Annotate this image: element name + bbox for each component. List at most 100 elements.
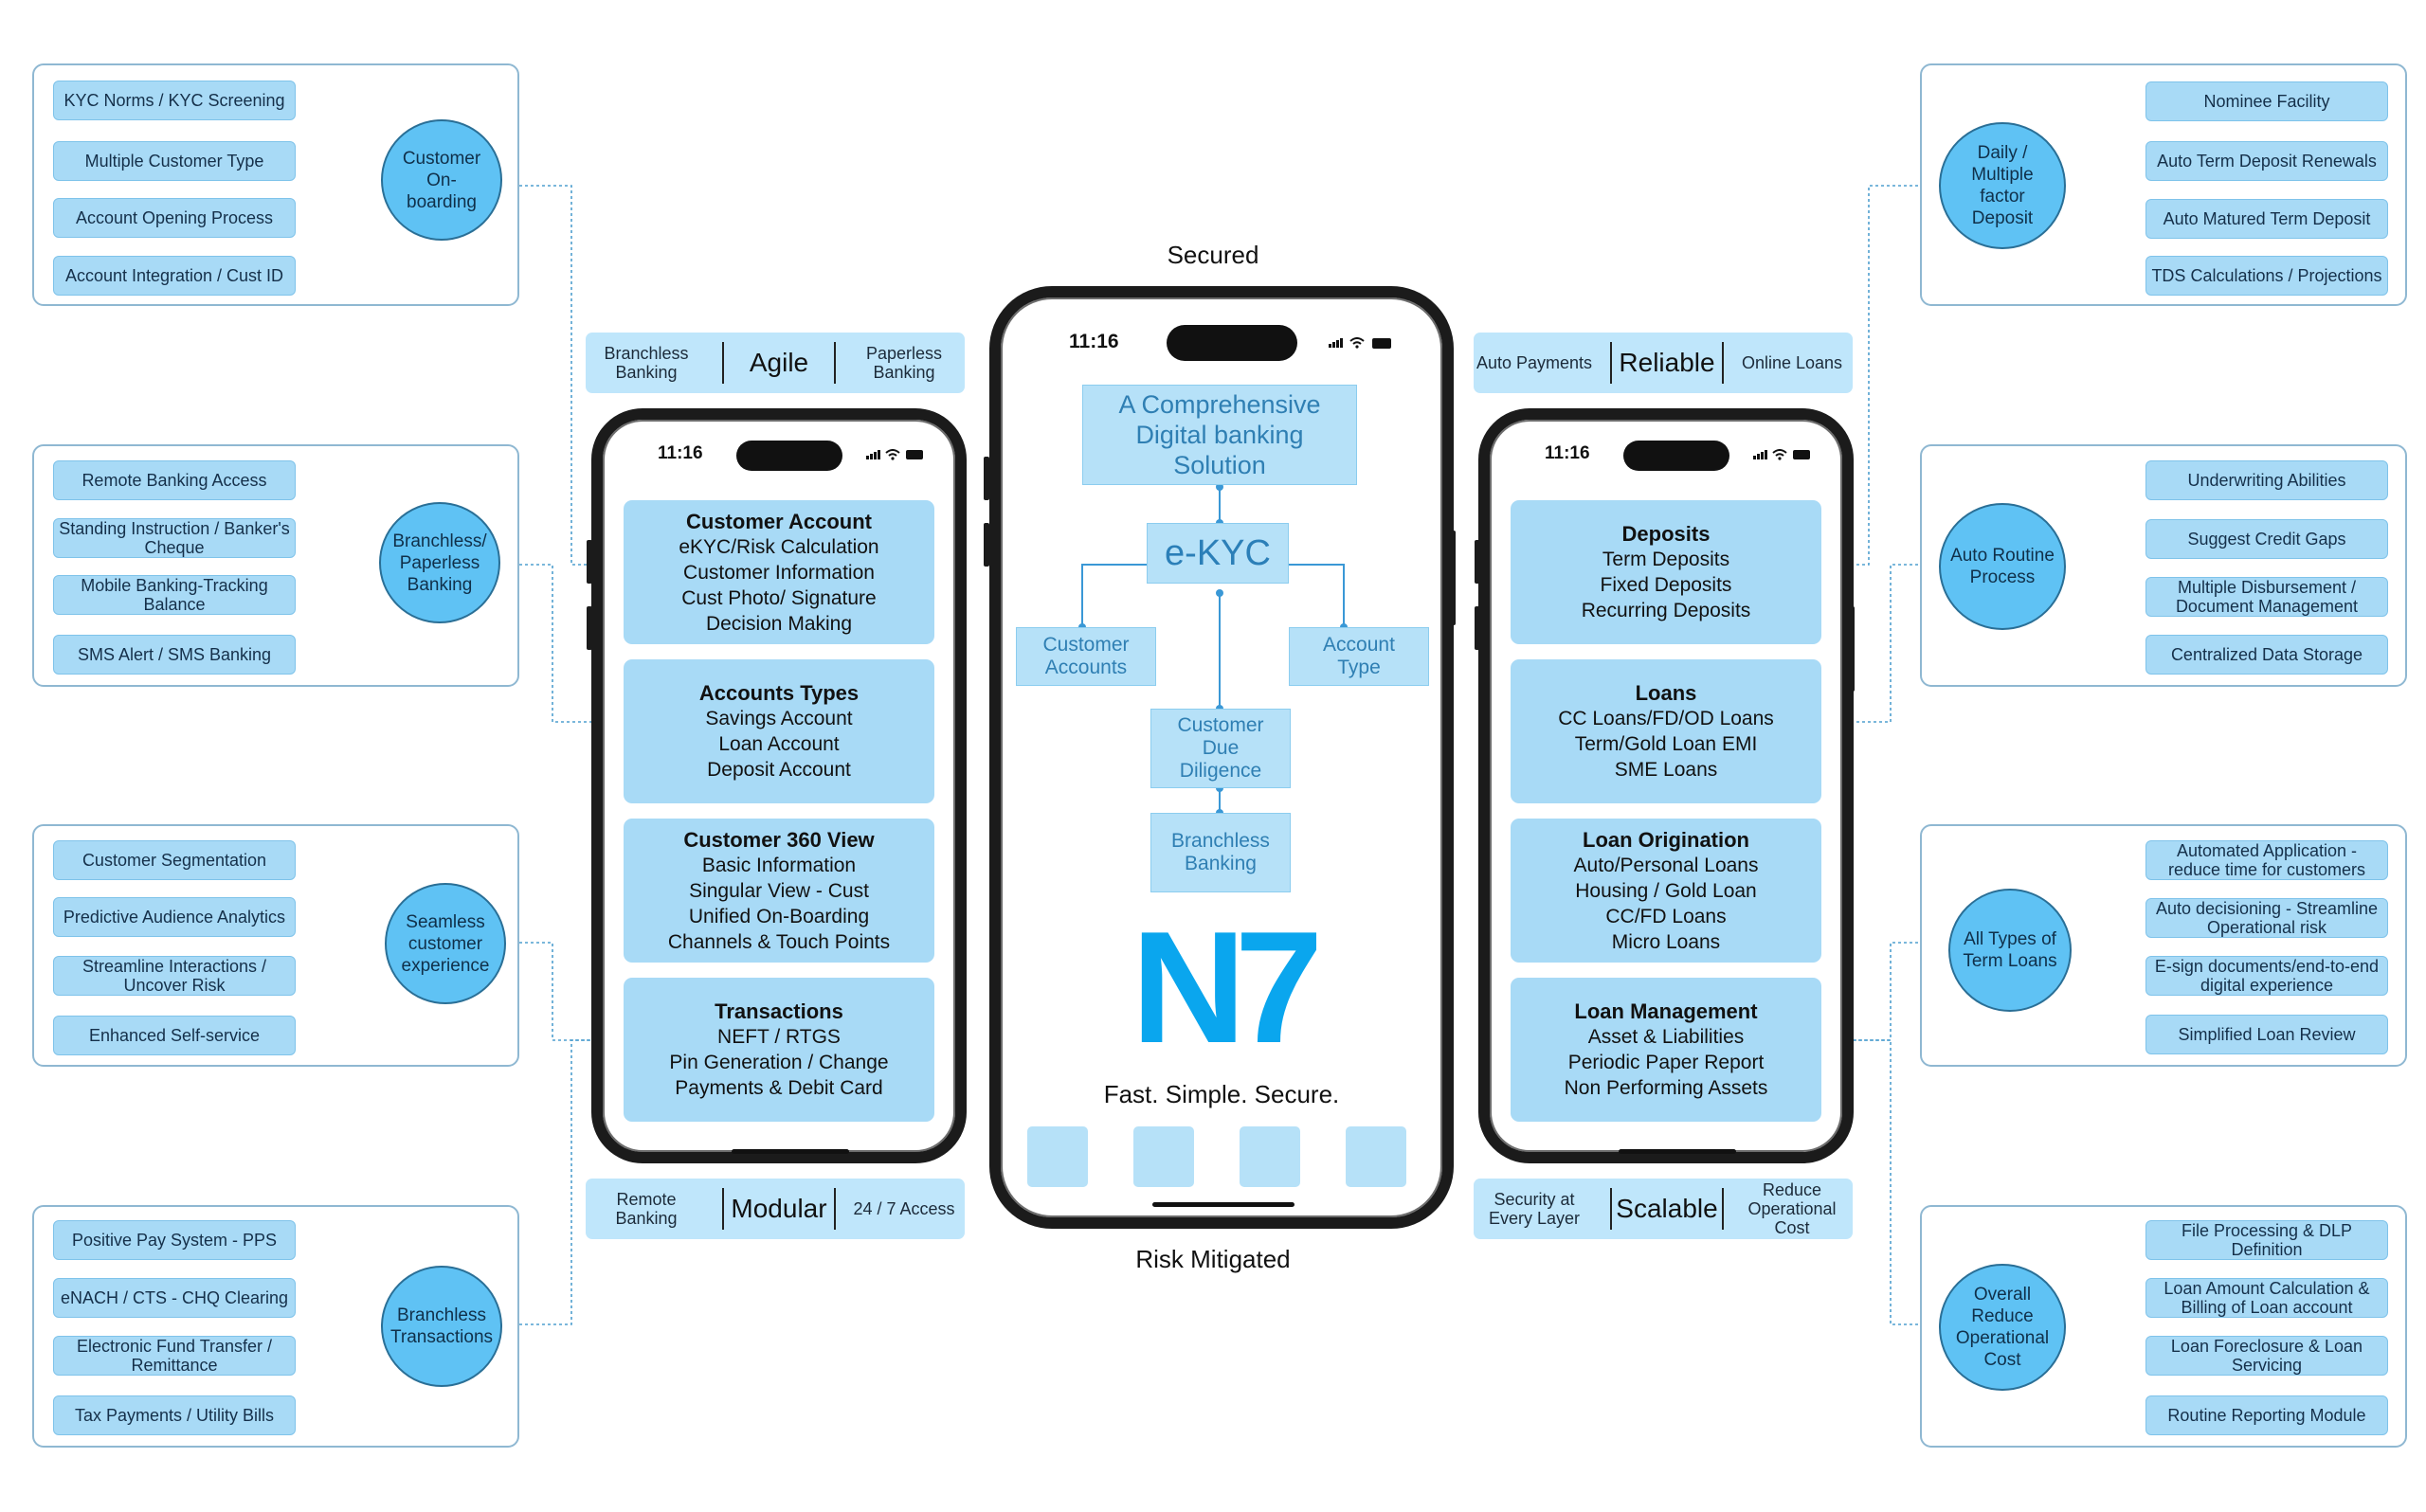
- card-line: Auto/Personal Loans: [1573, 854, 1759, 876]
- right-phone-island: [1623, 441, 1729, 471]
- card-customer-360: Customer 360 View Basic Information Sing…: [624, 819, 934, 963]
- bar-reliable-mid: Reliable: [1610, 342, 1724, 384]
- right-phone: 11:16 Deposits Term Deposits Fixed Depos…: [1478, 408, 1854, 1163]
- item-mobile-banking: Mobile Banking-Tracking Balance: [53, 575, 296, 615]
- card-title: Deposits: [1621, 522, 1711, 546]
- item-account-opening: Account Opening Process: [53, 198, 296, 238]
- center-phone-side-button: [984, 457, 989, 500]
- card-line: CC/FD Loans: [1605, 905, 1727, 927]
- card-line: Customer Information: [683, 561, 875, 584]
- wifi-icon: [1349, 337, 1365, 349]
- dock-slot-2[interactable]: [1133, 1126, 1194, 1187]
- item-electronic-fund-transfer: Electronic Fund Transfer / Remittance: [53, 1336, 296, 1376]
- signal-icon: [1753, 450, 1767, 459]
- item-enach: eNACH / CTS - CHQ Clearing: [53, 1278, 296, 1318]
- card-line: Term Deposits: [1602, 549, 1730, 570]
- card-line: Payments & Debit Card: [675, 1077, 883, 1099]
- solution-box: A Comprehensive Digital banking Solution: [1082, 385, 1357, 485]
- card-line: Cust Photo/ Signature: [681, 586, 877, 609]
- hub-branchless-paperless: Branchless/ Paperless Banking: [379, 502, 500, 623]
- right-phone-time: 11:16: [1545, 443, 1590, 463]
- left-phone-island: [736, 441, 842, 471]
- card-line: Non Performing Assets: [1564, 1077, 1768, 1099]
- panel-reduce-operational-cost: File Processing & DLP Definition Loan Am…: [1920, 1205, 2407, 1448]
- battery-icon: [1793, 450, 1810, 459]
- item-e-sign: E-sign documents/end-to-end digital expe…: [2145, 956, 2388, 996]
- card-line: Housing / Gold Loan: [1575, 879, 1757, 902]
- caption-risk-mitigated: Risk Mitigated: [1135, 1245, 1291, 1273]
- left-phone-time: 11:16: [658, 443, 703, 463]
- item-account-integration: Account Integration / Cust ID: [53, 256, 296, 296]
- card-title: Transactions: [715, 999, 843, 1023]
- bar-modular-right: 24 / 7 Access: [853, 1199, 955, 1218]
- battery-icon: [906, 450, 923, 459]
- hub-multiple-factor-deposit: Daily / Multiple factor Deposit: [1939, 122, 2066, 249]
- card-accounts-types: Accounts Types Savings Account Loan Acco…: [624, 659, 934, 803]
- item-positive-pay: Positive Pay System - PPS: [53, 1220, 296, 1260]
- bar-modular: Remote Banking Modular 24 / 7 Access: [586, 1179, 965, 1239]
- n7-logo: N7: [1131, 898, 1324, 1076]
- bar-scalable-left: Security at Every Layer: [1488, 1190, 1581, 1228]
- caption-secured: Secured: [1167, 241, 1259, 269]
- bar-reliable-right: Online Loans: [1741, 353, 1843, 372]
- card-line: Term/Gold Loan EMI: [1574, 733, 1758, 755]
- panel-term-loans: Automated Application - reduce time for …: [1920, 824, 2407, 1067]
- card-transactions: Transactions NEFT / RTGS Pin Generation …: [624, 978, 934, 1122]
- dock-slot-1[interactable]: [1027, 1126, 1088, 1187]
- bar-modular-left: Remote Banking: [615, 1190, 678, 1228]
- item-multiple-customer-type: Multiple Customer Type: [53, 141, 296, 181]
- item-sms-alert: SMS Alert / SMS Banking: [53, 635, 296, 675]
- bar-agile-left: Branchless Banking: [604, 344, 689, 382]
- dock-slot-3[interactable]: [1240, 1126, 1300, 1187]
- card-line: Pin Generation / Change: [669, 1052, 889, 1073]
- item-kyc-norms: KYC Norms / KYC Screening: [53, 81, 296, 120]
- left-phone: 11:16 Customer Account eKYC/Risk Calcula…: [591, 408, 967, 1163]
- bar-agile-mid: Agile: [722, 342, 836, 384]
- dock-slot-4[interactable]: [1346, 1126, 1406, 1187]
- item-tax-payments: Tax Payments / Utility Bills: [53, 1395, 296, 1435]
- item-enhanced-self-service: Enhanced Self-service: [53, 1016, 296, 1055]
- card-line: Micro Loans: [1611, 930, 1721, 953]
- center-phone: 11:16 A Comprehensive Digital banking So…: [989, 286, 1454, 1229]
- card-line: Periodic Paper Report: [1567, 1052, 1765, 1073]
- card-line: Decision Making: [705, 612, 853, 635]
- bar-reliable-left: Auto Payments: [1476, 353, 1593, 372]
- signal-icon: [866, 450, 880, 459]
- customer-accounts-box: Customer Accounts: [1016, 627, 1156, 686]
- item-auto-matured-deposit: Auto Matured Term Deposit: [2145, 199, 2388, 239]
- item-tds-calculations: TDS Calculations / Projections: [2145, 256, 2388, 296]
- bar-scalable-right: Reduce Operational Cost: [1747, 1180, 1837, 1237]
- hub-seamless-experience: Seamless customer experience: [385, 883, 506, 1004]
- account-type-box: Account Type: [1289, 627, 1429, 686]
- wifi-icon: [885, 449, 900, 460]
- card-title: Customer Account: [686, 509, 872, 533]
- battery-icon: [1372, 338, 1391, 349]
- card-line: Recurring Deposits: [1581, 600, 1751, 621]
- item-automated-application: Automated Application - reduce time for …: [2145, 840, 2388, 880]
- card-line: Basic Information: [701, 854, 857, 876]
- item-predictive-analytics: Predictive Audience Analytics: [53, 897, 296, 937]
- item-simplified-review: Simplified Loan Review: [2145, 1015, 2388, 1054]
- card-loan-origination: Loan Origination Auto/Personal Loans Hou…: [1511, 819, 1821, 963]
- center-phone-home-indicator: [1152, 1202, 1294, 1207]
- bar-scalable: Security at Every Layer Scalable Reduce …: [1474, 1179, 1853, 1239]
- card-line: Deposit Account: [707, 759, 851, 781]
- card-line: Unified On-Boarding: [688, 905, 870, 927]
- item-centralized-storage: Centralized Data Storage: [2145, 635, 2388, 675]
- item-standing-instruction: Standing Instruction / Banker's Cheque: [53, 518, 296, 558]
- hub-customer-onboarding: Customer On-boarding: [381, 119, 502, 241]
- card-loans: Loans CC Loans/FD/OD Loans Term/Gold Loa…: [1511, 659, 1821, 803]
- hub-auto-routine-process: Auto Routine Process: [1939, 503, 2066, 630]
- left-phone-home-indicator: [732, 1149, 849, 1154]
- item-remote-banking-access: Remote Banking Access: [53, 460, 296, 500]
- card-title: Customer 360 View: [683, 827, 875, 852]
- card-title: Loan Management: [1574, 999, 1758, 1023]
- item-nominee-facility: Nominee Facility: [2145, 81, 2388, 121]
- card-title: Loans: [1635, 681, 1697, 705]
- bar-agile: Branchless Banking Agile Paperless Banki…: [586, 333, 965, 393]
- item-file-processing: File Processing & DLP Definition: [2145, 1220, 2388, 1260]
- card-customer-account: Customer Account eKYC/Risk Calculation C…: [624, 500, 934, 644]
- due-diligence-box: Customer Due Diligence: [1150, 709, 1291, 788]
- card-line: NEFT / RTGS: [717, 1026, 841, 1048]
- signal-icon: [1329, 338, 1343, 348]
